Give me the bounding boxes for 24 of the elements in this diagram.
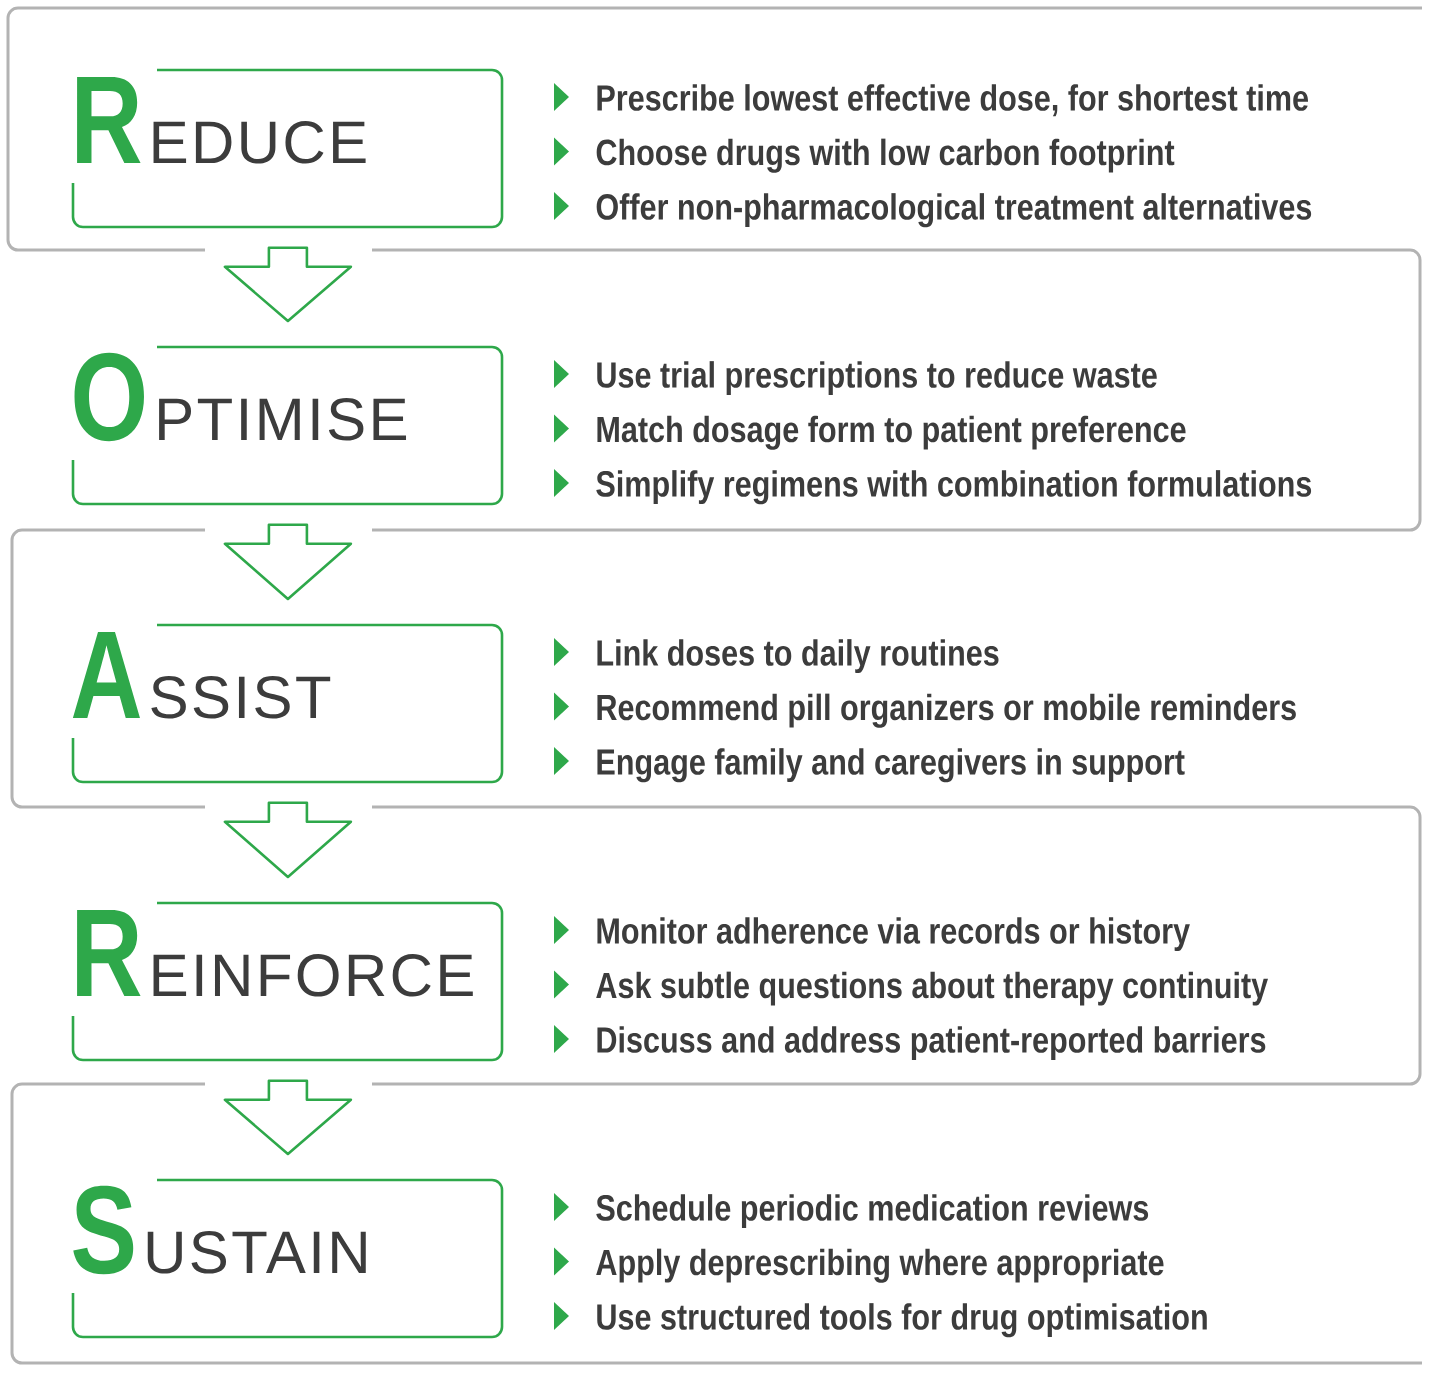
list-item-text: Apply deprescribing where appropriate <box>596 1248 1164 1283</box>
list-item-text: Recommend pill organizers or mobile reminders <box>597 693 1296 728</box>
title-box: REINFORCE <box>71 901 504 1062</box>
block-arrow <box>223 523 353 601</box>
list-item-text: Prescribe lowest effective dose, for shortest time <box>597 84 1308 117</box>
block-arrow <box>223 801 353 879</box>
list-item-text: Ask subtle questions about therapy continuity <box>596 971 1268 1006</box>
list-item-text: Monitor adherence via records or history <box>597 917 1190 952</box>
list-item-text: Match dosage form to patient preference <box>597 415 1186 450</box>
list-item-text: Schedule periodic medication reviews <box>596 1194 1149 1229</box>
block-arrow <box>223 1079 353 1156</box>
block-arrow <box>223 246 353 323</box>
list-item-text: Engage family and caregivers in support <box>597 748 1185 783</box>
list-item-text: Use trial prescriptions to reduce waste <box>597 361 1157 396</box>
title-box: OPTIMISE <box>71 345 504 506</box>
list-item-text: Simplify regimens with combination formulations <box>596 470 1312 505</box>
title-box: REDUCE <box>71 68 504 229</box>
title-box: SUSTAIN <box>71 1178 504 1339</box>
list-item-text: Choose drugs with low carbon footprint <box>596 138 1175 173</box>
list-item-text: Link doses to daily routines <box>597 639 999 674</box>
list-item-text: Offer non-pharmacological treatment alternatives <box>596 193 1312 228</box>
list-item-text: Use structured tools for drug optimisation <box>597 1303 1207 1338</box>
title-box: ASSIST <box>71 623 504 784</box>
list-item-text: Discuss and address patient-reported barriers <box>597 1026 1266 1061</box>
